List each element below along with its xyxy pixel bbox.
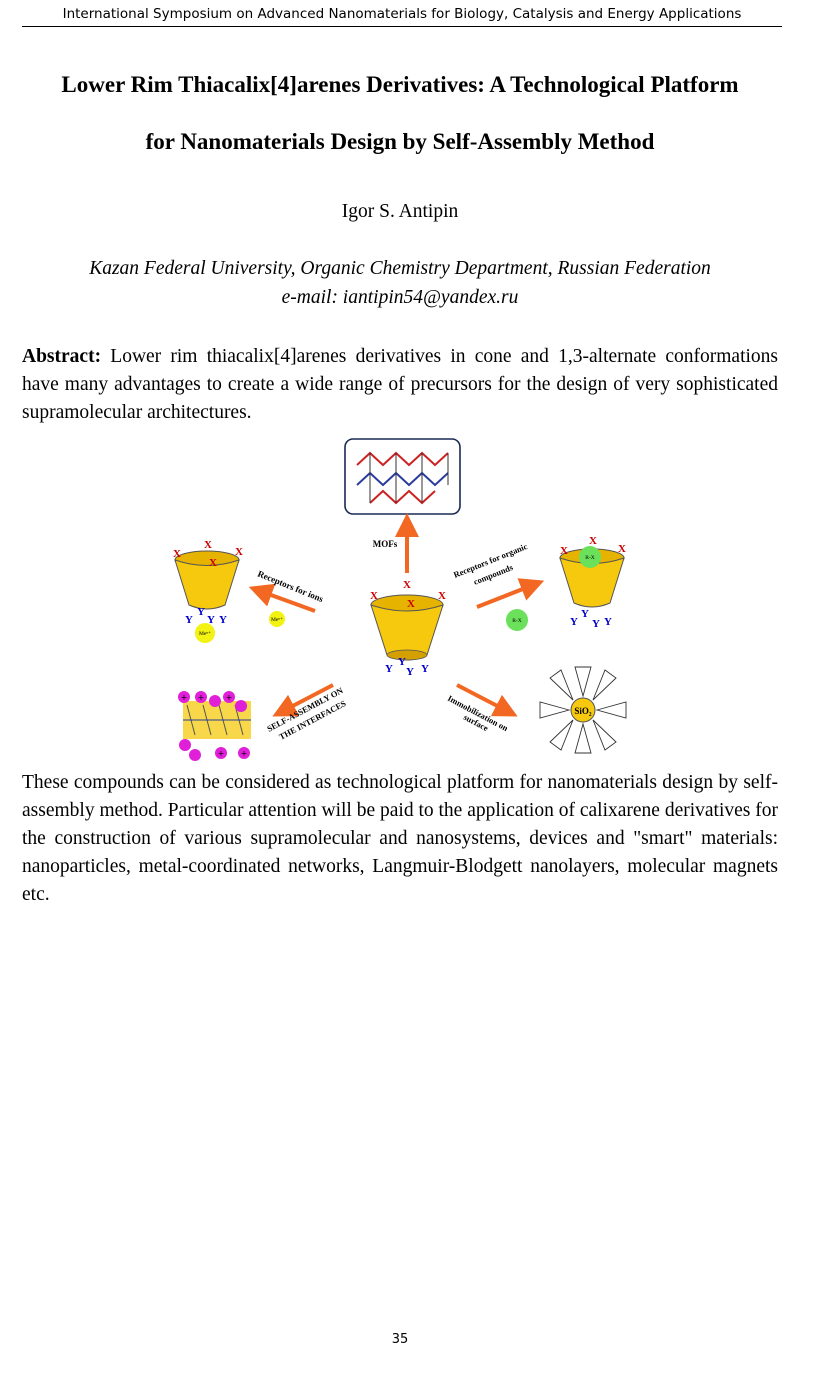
arrow-to-self-assembly bbox=[272, 683, 334, 717]
abstract-paragraph: Abstract: Lower rim thiacalix[4]arenes d… bbox=[22, 343, 778, 427]
central-thiacalixarene-cone bbox=[370, 594, 444, 661]
interface-assembly-image bbox=[178, 691, 251, 761]
x-label-central: X bbox=[370, 590, 378, 602]
page-number: 35 bbox=[391, 1332, 409, 1347]
metal-ion-bound bbox=[195, 623, 215, 643]
x-label-right: X bbox=[560, 545, 568, 557]
arrow-to-organic-receptor bbox=[476, 578, 545, 609]
email: e-mail: iantipin54@yandex.ru bbox=[281, 287, 519, 308]
running-header: International Symposium on Advanced Nano… bbox=[22, 4, 782, 27]
y-label-central: Y bbox=[406, 666, 414, 678]
metal-ion-label: Meⁿ⁺ bbox=[271, 616, 283, 623]
y-label-right: Y bbox=[604, 616, 612, 628]
abstract-text: Lower rim thiacalix[4]arenes derivatives… bbox=[22, 346, 778, 423]
silica-nanoparticle-image bbox=[539, 666, 627, 754]
charge-label: + bbox=[226, 693, 233, 702]
organic-guest-bound bbox=[579, 546, 601, 568]
x-label-left: X bbox=[204, 539, 212, 551]
mof-network-image bbox=[344, 438, 461, 515]
x-label-right: X bbox=[589, 535, 597, 547]
y-label-central: Y bbox=[385, 663, 393, 675]
x-label-left: X bbox=[173, 548, 181, 560]
x-label-right: X bbox=[618, 543, 626, 555]
y-label-right: Y bbox=[592, 618, 600, 630]
ions-label: Receptors for ions bbox=[256, 569, 325, 605]
rx-label: R-X bbox=[512, 618, 522, 624]
x-label-central: X bbox=[407, 598, 415, 610]
y-label-left: Y bbox=[197, 606, 205, 618]
charge-label: + bbox=[181, 693, 188, 702]
charge-label: + bbox=[198, 693, 205, 702]
author-name: Igor S. Antipin bbox=[341, 201, 459, 222]
metal-ion-free bbox=[269, 611, 285, 627]
charge-label: + bbox=[218, 749, 225, 758]
paper-title-line-1: Lower Rim Thiacalix[4]arenes Derivatives… bbox=[61, 72, 739, 97]
arrow-to-surface bbox=[456, 683, 518, 717]
x-label-central: X bbox=[403, 579, 411, 591]
y-label-left: Y bbox=[219, 614, 227, 626]
body-paragraph: These compounds can be considered as tec… bbox=[22, 772, 778, 905]
arrow-to-ion-receptor bbox=[248, 583, 316, 613]
y-label-left: Y bbox=[207, 614, 215, 626]
ion-receptor-cone bbox=[174, 550, 240, 610]
affiliation: Kazan Federal University, Organic Chemis… bbox=[89, 258, 711, 279]
x-label-left: X bbox=[209, 557, 217, 569]
paper-title-line-2: for Nanomaterials Design by Self-Assembl… bbox=[145, 129, 655, 154]
x-label-left: X bbox=[235, 546, 243, 558]
metal-ion-label: Meⁿ⁺ bbox=[199, 630, 211, 637]
rx-label: R-X bbox=[585, 555, 595, 561]
abstract-label: Abstract: bbox=[22, 346, 102, 367]
y-label-central: Y bbox=[421, 663, 429, 675]
y-label-right: Y bbox=[570, 616, 578, 628]
calixarene-scheme-figure: X X X X Y Y Y Y MOFs X X X X Y Y Y Y Meⁿ… bbox=[173, 438, 627, 761]
x-label-central: X bbox=[438, 590, 446, 602]
organic-guest-free bbox=[506, 609, 528, 631]
y-label-central: Y bbox=[398, 656, 406, 668]
mofs-label: MOFs bbox=[373, 539, 398, 549]
y-label-left: Y bbox=[185, 614, 193, 626]
charge-label: + bbox=[241, 749, 248, 758]
sio2-label: SiO₂ bbox=[574, 706, 592, 716]
y-label-right: Y bbox=[581, 608, 589, 620]
